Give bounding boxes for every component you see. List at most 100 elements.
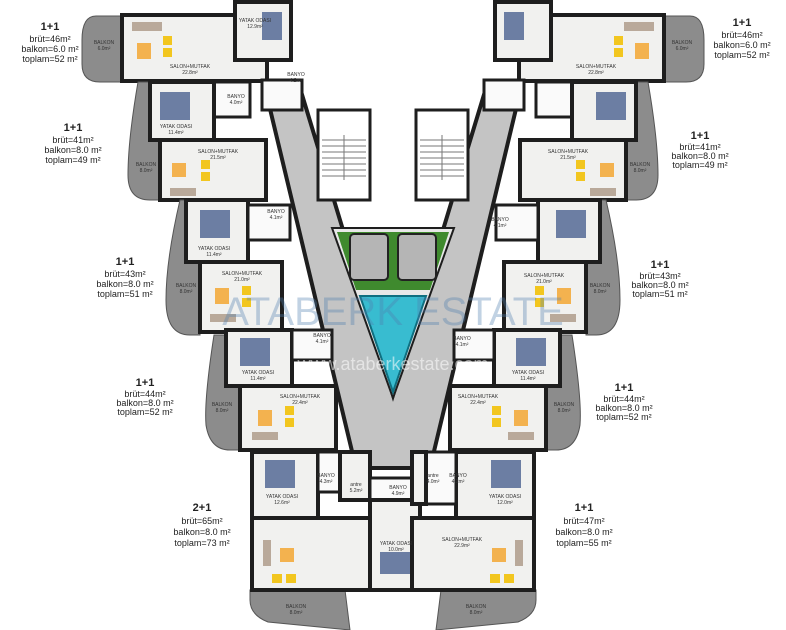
svg-text:1+1: 1+1 [651, 259, 670, 271]
room-label: YATAK ODASI [512, 370, 544, 376]
svg-text:brüt=41m²: brüt=41m² [679, 142, 720, 152]
unit-left-1 [81, 0, 293, 83]
room-area: 12.9m² [247, 24, 263, 30]
room-area: 4.3m² [320, 479, 333, 485]
room-area: 4.9m² [392, 491, 405, 497]
svg-text:balkon=8.0 m²: balkon=8.0 m² [595, 403, 652, 413]
room-label: BANYO [287, 72, 305, 78]
unit-right-5 [410, 450, 537, 630]
room-label: SALON+MUTFAK [198, 149, 239, 155]
room-label: BALKON [136, 162, 157, 168]
room-label: YATAK ODASI [160, 124, 192, 130]
svg-text:brüt=65m²: brüt=65m² [181, 516, 222, 526]
room-area: 4.2m² [452, 479, 465, 485]
room-area: 21.0m² [234, 277, 250, 283]
room-area: 22.8m² [182, 70, 198, 76]
room-area: 12.0m² [497, 500, 513, 506]
unit-left-4 [205, 328, 338, 452]
room-area: 8.0m² [558, 408, 571, 414]
room-area: 5.2m² [350, 488, 363, 494]
svg-text:balkon=6.0 m²: balkon=6.0 m² [21, 44, 78, 54]
svg-text:1+1: 1+1 [575, 502, 594, 514]
room-label: SALON+MUTFAK [458, 394, 499, 400]
room-label: BALKON [286, 604, 307, 610]
room-area: 22.8m² [588, 70, 604, 76]
room-label: BALKON [94, 40, 115, 46]
svg-text:1+1: 1+1 [64, 122, 83, 134]
room-area: 6.0m² [676, 46, 689, 52]
room-area: 21.5m² [210, 155, 226, 161]
svg-text:balkon=8.0 m²: balkon=8.0 m² [96, 279, 153, 289]
room-area: 11.4m² [168, 130, 184, 136]
room-area: 8.0m² [180, 289, 193, 295]
room-label: SALON+MUTFAK [170, 64, 211, 70]
svg-text:toplam=52 m²: toplam=52 m² [714, 50, 769, 60]
svg-text:2+1: 2+1 [193, 502, 212, 514]
room-area: 8.0m² [594, 289, 607, 295]
room-area: 22.9m² [454, 543, 470, 549]
svg-text:brüt=46m²: brüt=46m² [721, 30, 762, 40]
room-label: antre [427, 473, 439, 479]
room-area: 4.0m² [230, 100, 243, 106]
room-area: 4.1m² [494, 223, 507, 229]
room-label: BANYO [453, 336, 471, 342]
room-label: BALKON [554, 402, 575, 408]
room-area: 22.4m² [470, 400, 486, 406]
svg-text:brüt=47m²: brüt=47m² [563, 516, 604, 526]
room-area: 11.4m² [250, 376, 266, 382]
svg-text:balkon=8.0 m²: balkon=8.0 m² [173, 527, 230, 537]
svg-text:toplam=55 m²: toplam=55 m² [556, 538, 611, 548]
room-label: BANYO [317, 473, 335, 479]
room-label: antre [350, 482, 362, 488]
room-area: 8.0m² [290, 610, 303, 616]
room-area: 4.2m² [290, 78, 303, 84]
unit-left-2 [127, 78, 304, 202]
unit-right-3 [494, 198, 621, 336]
svg-text:balkon=6.0 m²: balkon=6.0 m² [713, 40, 770, 50]
svg-text:1+1: 1+1 [116, 256, 135, 268]
room-label: YATAK ODASI [380, 541, 412, 547]
svg-text:toplam=49 m²: toplam=49 m² [672, 160, 727, 170]
room-label: YATAK ODASI [489, 494, 521, 500]
svg-text:toplam=49 m²: toplam=49 m² [45, 155, 100, 165]
staircase-left [316, 108, 372, 202]
room-area: 4.0m² [427, 479, 440, 485]
room-label: BALKON [672, 40, 693, 46]
room-area: 8.0m² [216, 408, 229, 414]
room-label: BALKON [176, 283, 197, 289]
room-area: 6.0m² [98, 46, 111, 52]
svg-text:toplam=52 m²: toplam=52 m² [596, 412, 651, 422]
room-area: 8.0m² [634, 168, 647, 174]
room-label: BANYO [389, 485, 407, 491]
room-area: 21.5m² [560, 155, 576, 161]
svg-text:1+1: 1+1 [615, 382, 634, 394]
room-label: YATAK ODASI [266, 494, 298, 500]
room-label: SALON+MUTFAK [222, 271, 263, 277]
room-area: 11.4m² [520, 376, 536, 382]
room-label: YATAK ODASI [198, 246, 230, 252]
room-label: BANYO [449, 473, 467, 479]
room-area: 8.0m² [470, 610, 483, 616]
room-label: SALON+MUTFAK [576, 64, 617, 70]
room-area: 21.0m² [536, 279, 552, 285]
watermark-brand: ATABERK ESTATE [222, 290, 564, 334]
room-area: 4.1m² [270, 215, 283, 221]
room-label: BANYO [227, 94, 245, 100]
room-label: SALON+MUTFAK [442, 537, 483, 543]
room-area: 8.0m² [140, 168, 153, 174]
staircase-right [414, 108, 470, 202]
room-area: 4.1m² [456, 342, 469, 348]
unit-left-3 [165, 198, 292, 336]
svg-text:balkon=8.0 m²: balkon=8.0 m² [116, 398, 173, 408]
room-label: YATAK ODASI [239, 18, 271, 24]
